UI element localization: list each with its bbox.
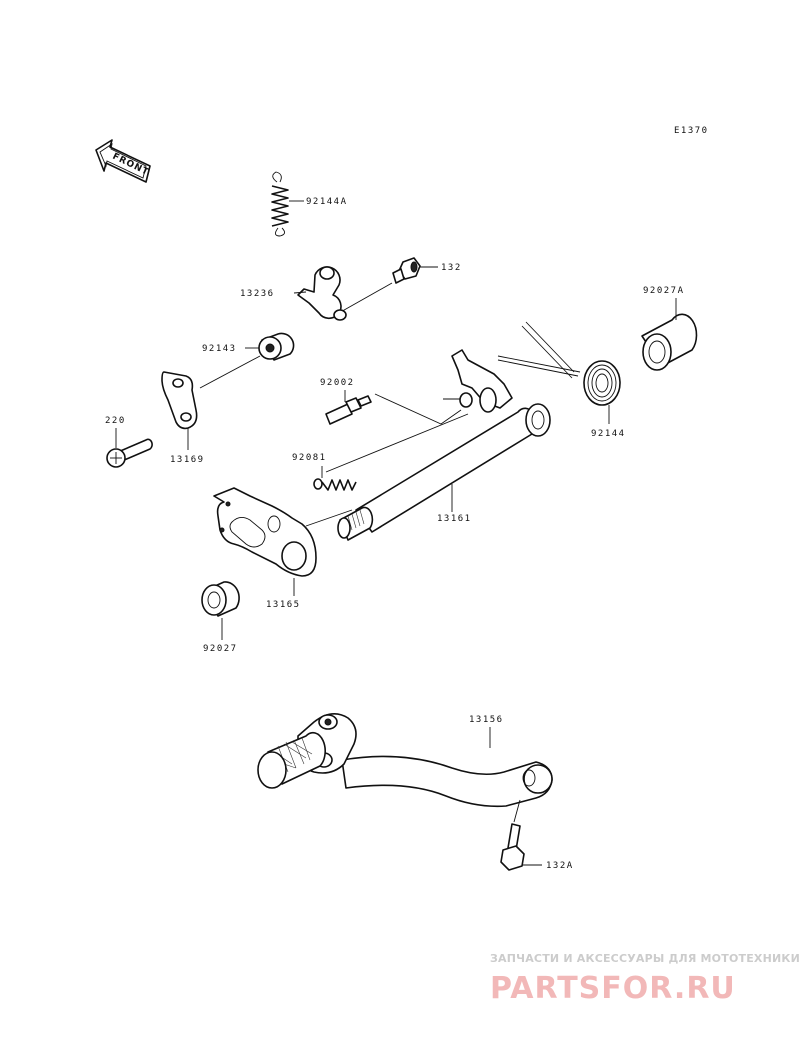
label-92002: 92002 [320, 378, 355, 388]
label-13161: 13161 [437, 514, 472, 524]
bolt-132 [392, 257, 438, 284]
watermark-tagline: ЗАПЧАСТИ И АКСЕССУАРЫ ДЛЯ МОТОТЕХНИКИ [490, 952, 800, 965]
label-92081: 92081 [292, 453, 327, 463]
label-132: 132 [441, 263, 462, 273]
shift-pedal-13156 [257, 713, 553, 808]
label-132a: 132A [546, 861, 574, 871]
shift-shaft-13161 [337, 349, 551, 541]
lever-13236 [293, 266, 347, 321]
label-92143: 92143 [202, 344, 237, 354]
diagram-code: E1370 [674, 126, 709, 136]
label-92144: 92144 [591, 429, 626, 439]
label-220: 220 [105, 416, 126, 426]
label-92027: 92027 [203, 644, 238, 654]
spring-92144a [271, 171, 304, 237]
screw-220 [106, 428, 153, 468]
label-13156: 13156 [469, 715, 504, 725]
watermark: ЗАПЧАСТИ И АКСЕССУАРЫ ДЛЯ МОТОТЕХНИКИ PA… [490, 952, 800, 1006]
watermark-brand-logo: PARTSFOR.RU [490, 971, 736, 1006]
spring-92081 [313, 466, 357, 491]
label-13165: 13165 [266, 600, 301, 610]
plate-13169 [161, 371, 198, 450]
washer-92027 [201, 581, 240, 640]
pin-92002 [325, 390, 372, 425]
label-13236: 13236 [240, 289, 275, 299]
washer-92143 [245, 332, 295, 361]
label-92027a: 92027A [643, 286, 685, 296]
label-13169: 13169 [170, 455, 205, 465]
front-arrow-icon: FRONT [95, 139, 151, 183]
label-92144a: 92144A [306, 197, 348, 207]
spring-92144 [497, 321, 621, 424]
bolt-132a [500, 799, 542, 871]
collar-92027a [641, 298, 698, 371]
pawl-plate-13165 [213, 487, 317, 596]
